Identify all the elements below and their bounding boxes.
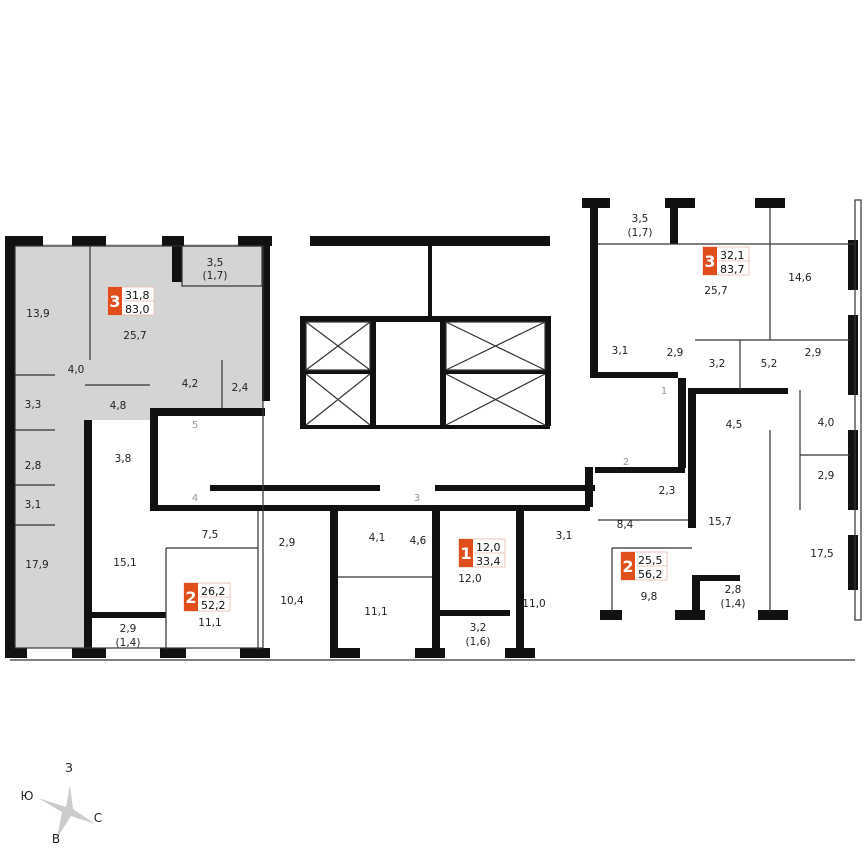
apartment-badge[interactable]: 3 32,183,7 (702, 246, 750, 276)
room-count-box (621, 552, 635, 580)
room-area-label: 12,0 (458, 573, 481, 585)
room-area-label: 2,8 (725, 584, 742, 596)
room-count-box (108, 287, 122, 315)
compass: З Ю С В (21, 761, 103, 846)
compass-west: Ю (21, 789, 34, 803)
room-count: 3 (704, 252, 715, 271)
room-area-label: 17,9 (25, 559, 48, 571)
room-area-label: 8,4 (617, 519, 634, 531)
room-area-label: (1,6) (466, 636, 491, 648)
room-area-label: 3,8 (115, 453, 132, 465)
living-area: 31,8 (125, 289, 150, 302)
room-area-label: 9,8 (641, 591, 658, 603)
entrance-number: 5 (192, 420, 198, 431)
living-area: 26,2 (201, 585, 226, 598)
total-area: 83,0 (125, 303, 150, 316)
room-area-label: 11,0 (522, 598, 545, 610)
room-area-label: (1,4) (116, 637, 141, 649)
room-count: 2 (622, 557, 633, 576)
room-area-label: 3,5 (207, 257, 224, 269)
room-area-label: 4,2 (182, 378, 199, 390)
living-area: 32,1 (720, 249, 745, 262)
room-area-label: 4,5 (726, 419, 743, 431)
total-area: 56,2 (638, 568, 663, 581)
room-area-label: 13,9 (26, 308, 49, 320)
room-count-box (184, 583, 198, 611)
apartment-badge[interactable]: 2 25,556,2 (620, 551, 668, 581)
living-area: 25,5 (638, 554, 663, 567)
room-area-label: 4,0 (68, 364, 85, 376)
entrance-number: 2 (623, 457, 629, 468)
highlighted-apartment-area[interactable] (10, 244, 263, 648)
room-area-label: 3,2 (470, 622, 487, 634)
room-area-label: 17,5 (810, 548, 833, 560)
room-area-label: 3,2 (709, 358, 726, 370)
room-area-label: 3,5 (632, 213, 649, 225)
apartment-badge[interactable]: 2 26,252,2 (183, 582, 231, 612)
room-area-label: 3,3 (25, 399, 42, 411)
partitions (10, 199, 862, 661)
room-area-label: 2,4 (232, 382, 249, 394)
room-area-label: 3,1 (556, 530, 573, 542)
entrance-number: 4 (192, 493, 198, 504)
apartment-badge[interactable]: 1 12,033,4 (458, 538, 506, 568)
room-count-box (703, 247, 717, 275)
compass-south: В (52, 832, 60, 846)
room-area-label: 3,1 (612, 345, 629, 357)
room-area-label: 2,9 (120, 623, 137, 635)
room-area-label: 25,7 (123, 330, 146, 342)
room-area-label: 2,3 (659, 485, 676, 497)
apartment-badge[interactable]: 3 31,883,0 (107, 286, 155, 316)
room-area-label: 15,1 (113, 557, 136, 569)
compass-north: З (65, 761, 73, 775)
room-area-label: 14,6 (788, 272, 812, 284)
room-area-label: 2,9 (818, 470, 835, 482)
room-area-label: (1,7) (628, 227, 653, 239)
entrance-number: 1 (661, 386, 667, 397)
room-area-label: 4,8 (110, 400, 127, 412)
room-area-label: 4,6 (410, 535, 427, 547)
room-area-label: 25,7 (704, 285, 727, 297)
room-area-label: 2,9 (667, 347, 684, 359)
room-area-label: (1,7) (203, 270, 228, 282)
room-count: 3 (109, 292, 120, 311)
entrance-number: 3 (414, 493, 420, 504)
walls (5, 198, 858, 658)
room-area-label: 15,7 (708, 516, 731, 528)
room-area-label: 5,2 (761, 358, 778, 370)
room-area-label: (1,4) (721, 598, 746, 610)
room-area-label: 11,1 (198, 617, 221, 629)
compass-star-icon (38, 785, 95, 838)
room-area-label: 2,9 (279, 537, 296, 549)
room-area-label: 4,1 (369, 532, 386, 544)
total-area: 52,2 (201, 599, 226, 612)
total-area: 33,4 (476, 555, 501, 568)
room-area-label: 4,0 (818, 417, 835, 429)
room-area-label: 3,1 (25, 499, 42, 511)
room-area-label: 7,5 (202, 529, 219, 541)
room-area-label: 2,8 (25, 460, 42, 472)
compass-east: С (94, 811, 102, 825)
room-count: 1 (460, 544, 471, 563)
room-area-label: 2,9 (805, 347, 822, 359)
living-area: 12,0 (476, 541, 501, 554)
room-count: 2 (185, 588, 196, 607)
room-area-label: 10,4 (280, 595, 304, 607)
room-area-label: 11,1 (364, 606, 387, 618)
total-area: 83,7 (720, 263, 745, 276)
room-count-box (459, 539, 473, 567)
